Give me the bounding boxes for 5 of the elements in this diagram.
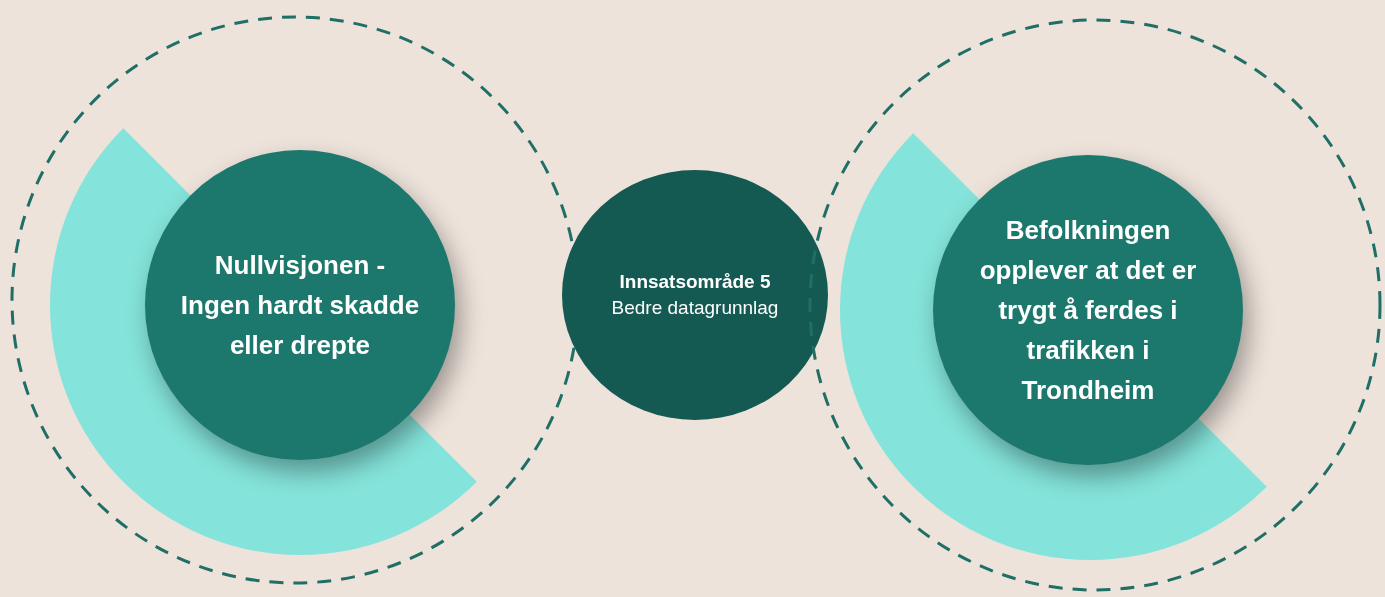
circle-title: Innsatsområde 5	[619, 270, 771, 294]
circle-title: Nullvisjonen - Ingen hardt skadde eller drepte	[179, 249, 421, 362]
circle-text: Bedre datagrunnlag	[611, 296, 779, 320]
circle-title: Befolkningen opplever at det er trygt å ferdes i trafikken i Trondheim	[978, 214, 1198, 407]
dashed-circle	[808, 18, 1382, 592]
